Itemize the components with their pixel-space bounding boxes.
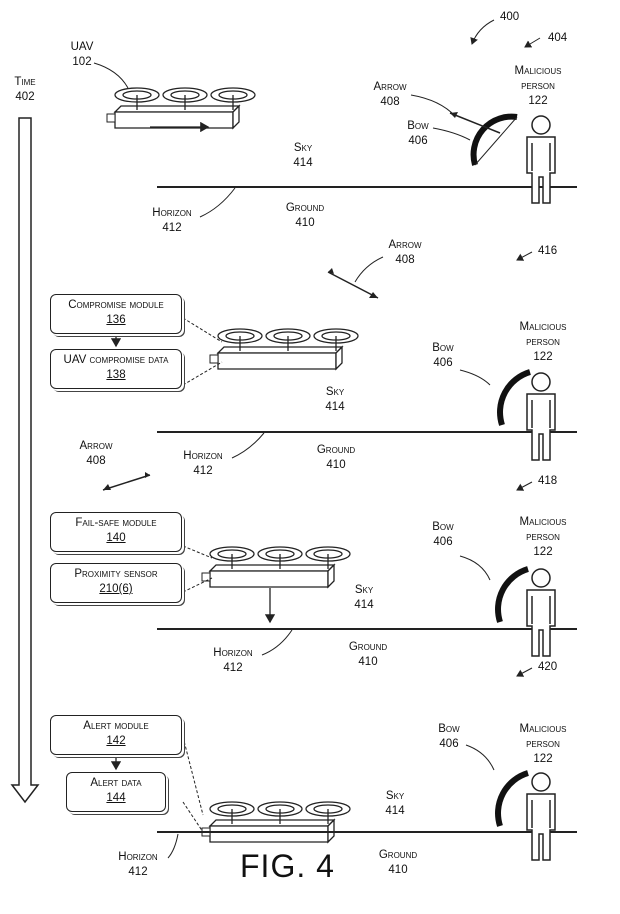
ref-404: 404 [548, 32, 568, 44]
panel-420 [110, 667, 577, 861]
figure-caption: FIG. 4 [240, 848, 335, 884]
time-axis [10, 117, 40, 804]
ref-416: 416 [538, 245, 558, 257]
panel-404 [93, 19, 577, 218]
panel-416 [110, 251, 577, 461]
ref-418: 418 [538, 475, 558, 487]
ref-420: 420 [538, 661, 558, 673]
panel-418 [102, 472, 577, 657]
ref-400: 400 [500, 11, 520, 23]
